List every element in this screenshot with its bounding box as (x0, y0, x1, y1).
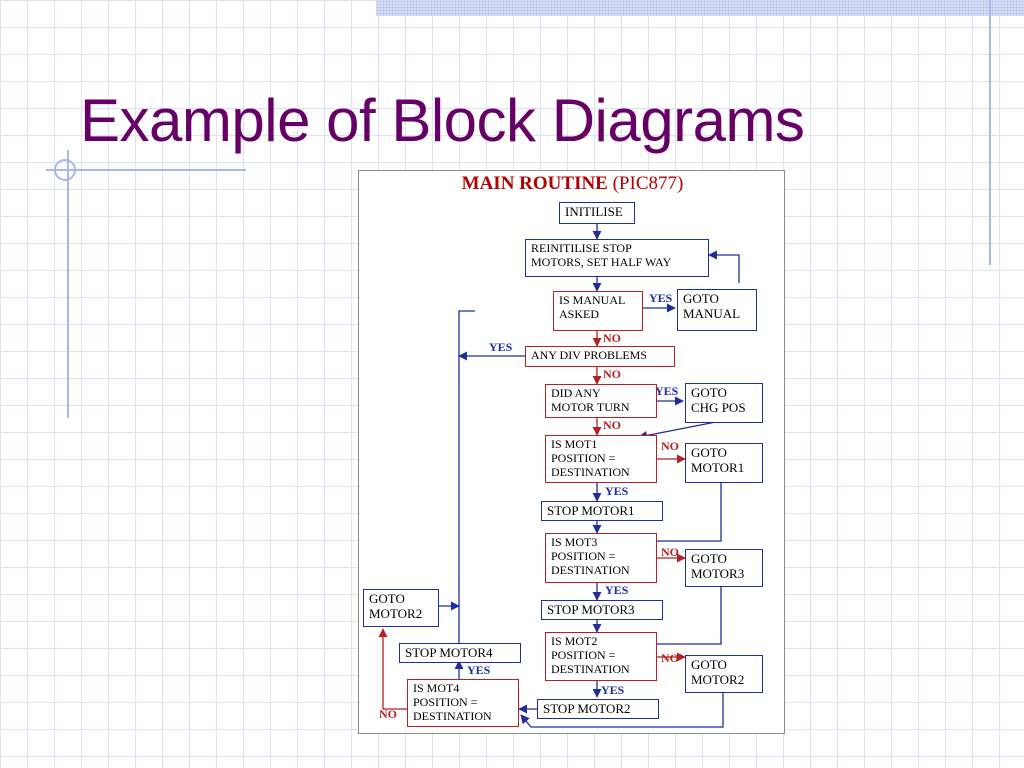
label-yes-manual: YES (649, 291, 673, 305)
label-no-motor-turn: NO (603, 418, 621, 432)
box-is-mot1: IS MOT1 POSITION = DESTINATION (545, 435, 657, 483)
diagram-title: MAIN ROUTINE (PIC877) (359, 173, 786, 195)
box-stop-motor4: STOP MOTOR4 (399, 643, 521, 663)
box-initilise: INITILISE (559, 202, 635, 224)
box-is-mot4: IS MOT4 POSITION = DESTINATION (407, 679, 519, 727)
label-yes-div: YES (489, 340, 513, 354)
left-accent-line (67, 150, 69, 418)
box-did-any-motor-turn: DID ANY MOTOR TURN (545, 384, 657, 418)
block-diagram: MAIN ROUTINE (PIC877) INITILISE REINITIL… (358, 170, 785, 734)
box-stop-motor3: STOP MOTOR3 (541, 600, 663, 620)
label-no-manual: NO (603, 331, 621, 345)
box-goto-motor2-right: GOTO MOTOR2 (685, 655, 763, 693)
label-yes-mot1: YES (605, 484, 629, 498)
box-goto-manual: GOTO MANUAL (677, 289, 757, 331)
box-goto-motor2-left: GOTO MOTOR2 (363, 589, 439, 627)
label-yes-motor-turn: YES (655, 384, 679, 398)
label-no-mot2: NO (661, 651, 679, 665)
box-is-mot3: IS MOT3 POSITION = DESTINATION (545, 533, 657, 583)
diagram-title-main: MAIN ROUTINE (461, 173, 608, 194)
label-no-div: NO (603, 367, 621, 381)
label-no-mot3: NO (661, 545, 679, 559)
slide-title: Example of Block Diagrams (80, 87, 805, 154)
label-yes-mot4: YES (467, 663, 491, 677)
box-reinitilise: REINITILISE STOP MOTORS, SET HALF WAY (525, 239, 709, 277)
label-yes-mot2: YES (601, 683, 625, 697)
box-goto-chg-pos: GOTO CHG POS (685, 383, 763, 423)
box-goto-motor1: GOTO MOTOR1 (685, 443, 763, 483)
circle-ornament-icon (54, 159, 76, 181)
header-band (376, 0, 1024, 16)
title-underline (46, 169, 246, 171)
box-stop-motor1: STOP MOTOR1 (541, 501, 663, 521)
label-yes-mot3: YES (605, 583, 629, 597)
diagram-title-sub: (PIC877) (612, 173, 684, 194)
box-stop-motor2: STOP MOTOR2 (537, 699, 659, 719)
label-no-mot4: NO (379, 707, 397, 721)
box-goto-motor3: GOTO MOTOR3 (685, 549, 763, 587)
label-no-mot1: NO (661, 439, 679, 453)
box-is-manual-asked: IS MANUAL ASKED (553, 291, 643, 331)
box-is-mot2: IS MOT2 POSITION = DESTINATION (545, 632, 657, 681)
right-accent-line (989, 0, 991, 265)
box-any-div-problems: ANY DIV PROBLEMS (525, 346, 675, 367)
